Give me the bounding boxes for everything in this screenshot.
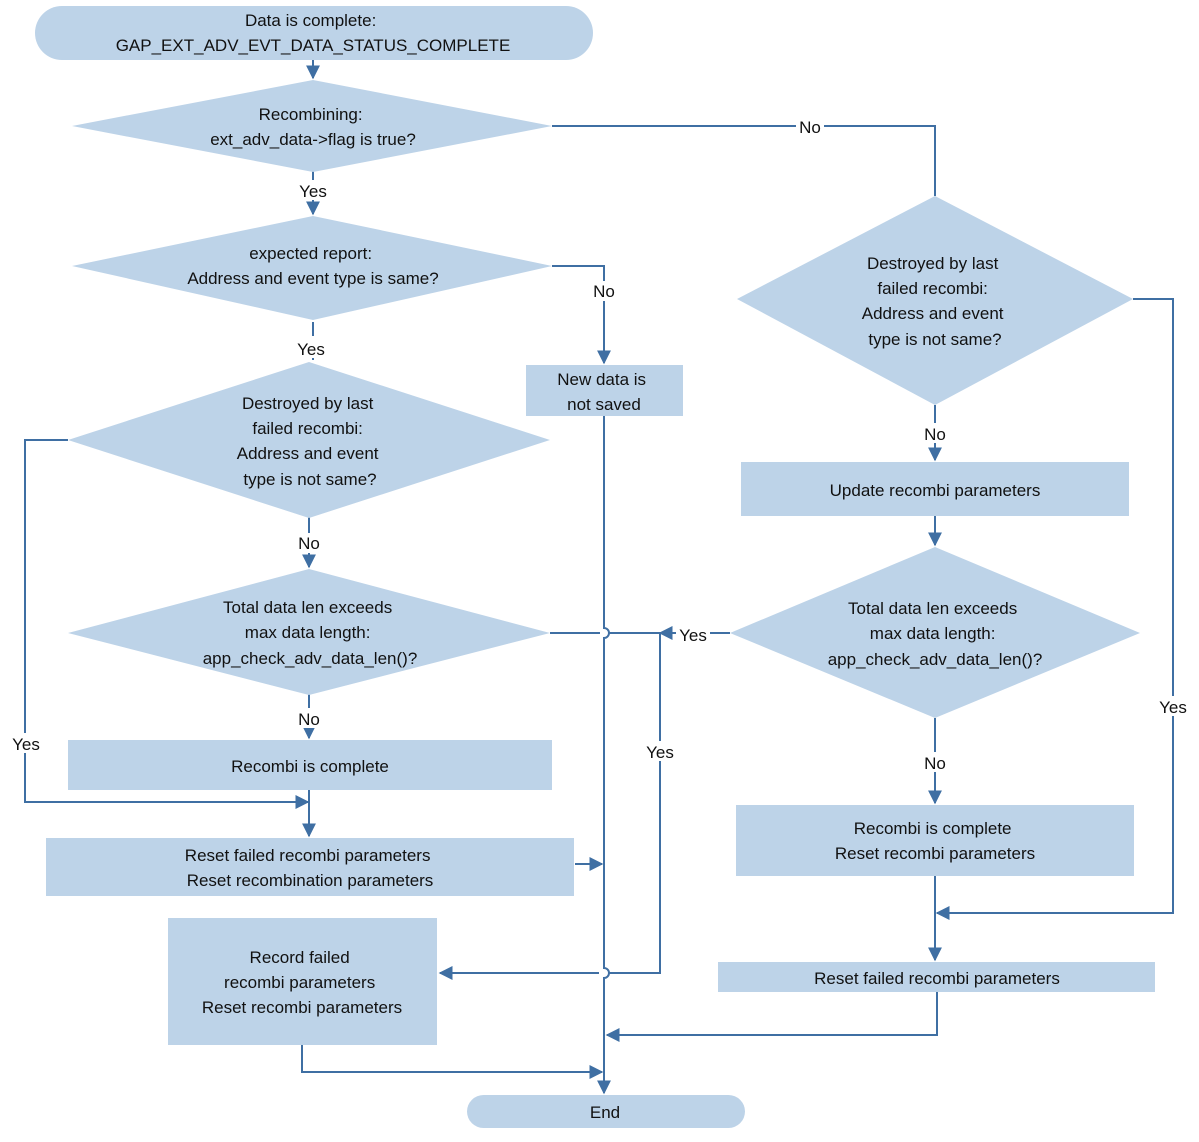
expected-report-text: expected report: Address and event type … [187,244,438,288]
start-terminator [35,6,593,60]
label-total-right-yes-down: Yes [646,743,674,762]
edge-reset-failed-right-to-end [605,992,938,1042]
end-terminator [467,1095,745,1128]
label-destroyed-left-no: No [298,534,320,553]
destroyed-left-decision [68,362,550,518]
edge-total-right-yes-down [609,633,661,974]
edge-destroyed-left-yes [24,439,310,809]
label-recombining-no: No [799,118,821,137]
recombining-text: Recombining: ext_adv_data->flag is true? [210,105,416,149]
record-failed-text: Record failed recombi parameters Reset r… [202,948,402,1017]
edge-record-failed-to-end [301,1045,604,1079]
reset-failed-and-recombination-text: Reset failed recombi parameters Reset re… [185,846,435,890]
recombi-complete-left-box [68,740,552,790]
reset-failed-and-recombination-box [46,838,574,896]
destroyed-right-text: Destroyed by last failed recombi: Addres… [862,254,1009,349]
expected-report-decision [72,216,552,320]
update-recombi-box [741,462,1129,516]
total-len-right-text: Total data len exceeds max data length: … [828,599,1043,669]
label-expected-no: No [593,282,615,301]
recombining-decision [72,80,552,172]
total-len-left-text: Total data len exceeds max data length: … [203,598,418,668]
destroyed-right-decision [737,196,1133,405]
new-data-not-saved-box [526,365,683,416]
update-recombi-text: Update recombi parameters [830,481,1041,500]
label-destroyed-right-yes: Yes [1159,698,1187,717]
label-total-left-no: No [298,710,320,729]
recombi-complete-left-text: Recombi is complete [231,757,389,776]
start-text: Data is complete: GAP_EXT_ADV_EVT_DATA_S… [116,11,511,55]
label-expected-yes: Yes [297,340,325,359]
label-recombining-yes: Yes [299,182,327,201]
recombi-complete-right-text: Recombi is complete Reset recombi parame… [835,819,1035,863]
label-total-right-yes: Yes [679,626,707,645]
reset-failed-right-box [718,962,1155,992]
label-destroyed-left-yes: Yes [12,735,40,754]
recombi-complete-right-box [736,805,1134,876]
end-text: End [590,1103,620,1122]
total-len-right-decision [730,547,1140,718]
label-total-right-no: No [924,754,946,773]
reset-failed-right-text: Reset failed recombi parameters [814,969,1060,988]
destroyed-left-text: Destroyed by last failed recombi: Addres… [237,394,384,489]
edge-new-data-to-end [597,414,611,1095]
label-destroyed-right-no: No [924,425,946,444]
new-data-not-saved-text: New data is not saved [557,370,651,414]
edge-expected-no [552,265,611,365]
total-len-left-decision [68,569,550,695]
edge-recombining-no [552,125,936,196]
record-failed-box [168,918,437,1045]
edge-destroyed-right-yes [935,298,1174,920]
